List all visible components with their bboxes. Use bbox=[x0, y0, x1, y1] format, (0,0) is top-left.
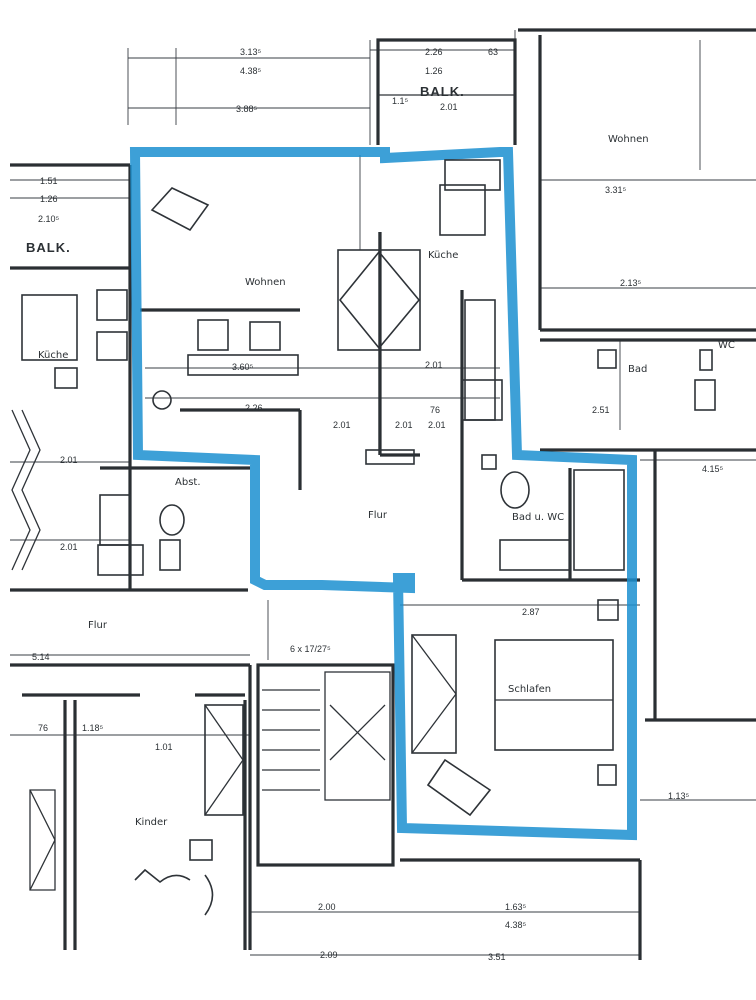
room-wc-right: WC bbox=[718, 340, 735, 351]
dim-bottom-c: 4.38⁵ bbox=[505, 920, 527, 930]
room-kueche: Küche bbox=[428, 250, 458, 261]
dim-top-g: 1.1⁵ bbox=[392, 96, 409, 106]
dim-mid-kueche: 2.01 bbox=[425, 360, 443, 370]
dim-top-e: 2.01 bbox=[440, 102, 458, 112]
room-kueche-left: Küche bbox=[38, 350, 68, 361]
dim-mid-d: 76 bbox=[430, 405, 440, 415]
room-balk-top: BALK. bbox=[420, 84, 465, 99]
dim-kinder-b: 1.01 bbox=[155, 742, 173, 752]
dim-right-low: 1.13⁵ bbox=[668, 791, 690, 801]
dim-schlafen-w: 2.87 bbox=[522, 607, 540, 617]
dim-mid-c: 2.01 bbox=[395, 420, 413, 430]
dimension-labels: 3.13⁵ 4.38⁵ 2.26 1.26 2.01 3.88⁵ 1.1⁵ 1.… bbox=[32, 47, 724, 962]
room-flur-left: Flur bbox=[88, 620, 108, 631]
dim-mid-e: 2.01 bbox=[428, 420, 446, 430]
dim-bottom-e: 3.51 bbox=[488, 952, 506, 962]
dim-top-d: 1.26 bbox=[425, 66, 443, 76]
dim-left-b: 1.26 bbox=[40, 194, 58, 204]
dim-bottom-d: 2.09 bbox=[320, 950, 338, 960]
room-bad-right: Bad bbox=[628, 364, 647, 375]
dim-mid-a: 2.26 bbox=[245, 403, 263, 413]
dim-bottom-b: 1.63⁵ bbox=[505, 902, 527, 912]
dim-top-b: 4.38⁵ bbox=[240, 66, 262, 76]
dim-right-b: 2.13⁵ bbox=[620, 278, 642, 288]
dim-mid-wohnen: 3.60⁵ bbox=[232, 362, 254, 372]
dim-left-edge: 5.14 bbox=[32, 652, 50, 662]
dim-stair: 6 x 17/27⁵ bbox=[290, 644, 331, 654]
dim-mid-b: 2.01 bbox=[333, 420, 351, 430]
dim-right-a: 3.31⁵ bbox=[605, 185, 627, 195]
dim-left-a: 1.51 bbox=[40, 176, 58, 186]
room-wohnen: Wohnen bbox=[245, 277, 286, 288]
dim-top-a: 3.13⁵ bbox=[240, 47, 262, 57]
room-balk-left: BALK. bbox=[26, 240, 71, 255]
room-flur: Flur bbox=[368, 510, 388, 521]
dim-right-d: 4.15⁵ bbox=[702, 464, 724, 474]
dim-left-mid: 2.01 bbox=[60, 455, 78, 465]
dim-small-b: 76 bbox=[38, 723, 48, 733]
room-kinder: Kinder bbox=[135, 817, 168, 828]
furniture bbox=[11, 159, 716, 916]
room-bad-wc: Bad u. WC bbox=[512, 512, 564, 523]
room-labels: Wohnen Küche Flur Bad u. WC Schlafen Abs… bbox=[26, 84, 735, 828]
room-abst: Abst. bbox=[175, 477, 201, 488]
dim-kinder-a: 1.18⁵ bbox=[82, 723, 104, 733]
room-wohnen-right: Wohnen bbox=[608, 134, 649, 145]
dim-top-c: 2.26 bbox=[425, 47, 443, 57]
dimension-lines bbox=[10, 30, 756, 956]
dim-left-c: 2.10⁵ bbox=[38, 214, 60, 224]
dim-top-f: 3.88⁵ bbox=[236, 104, 258, 114]
dim-bottom-a: 2.00 bbox=[318, 902, 336, 912]
room-schlafen: Schlafen bbox=[508, 684, 551, 695]
dim-small-a: 63 bbox=[488, 47, 498, 57]
dim-left-low: 2.01 bbox=[60, 542, 78, 552]
apartment-outline bbox=[129, 147, 637, 841]
dim-right-c: 2.51 bbox=[592, 405, 610, 415]
